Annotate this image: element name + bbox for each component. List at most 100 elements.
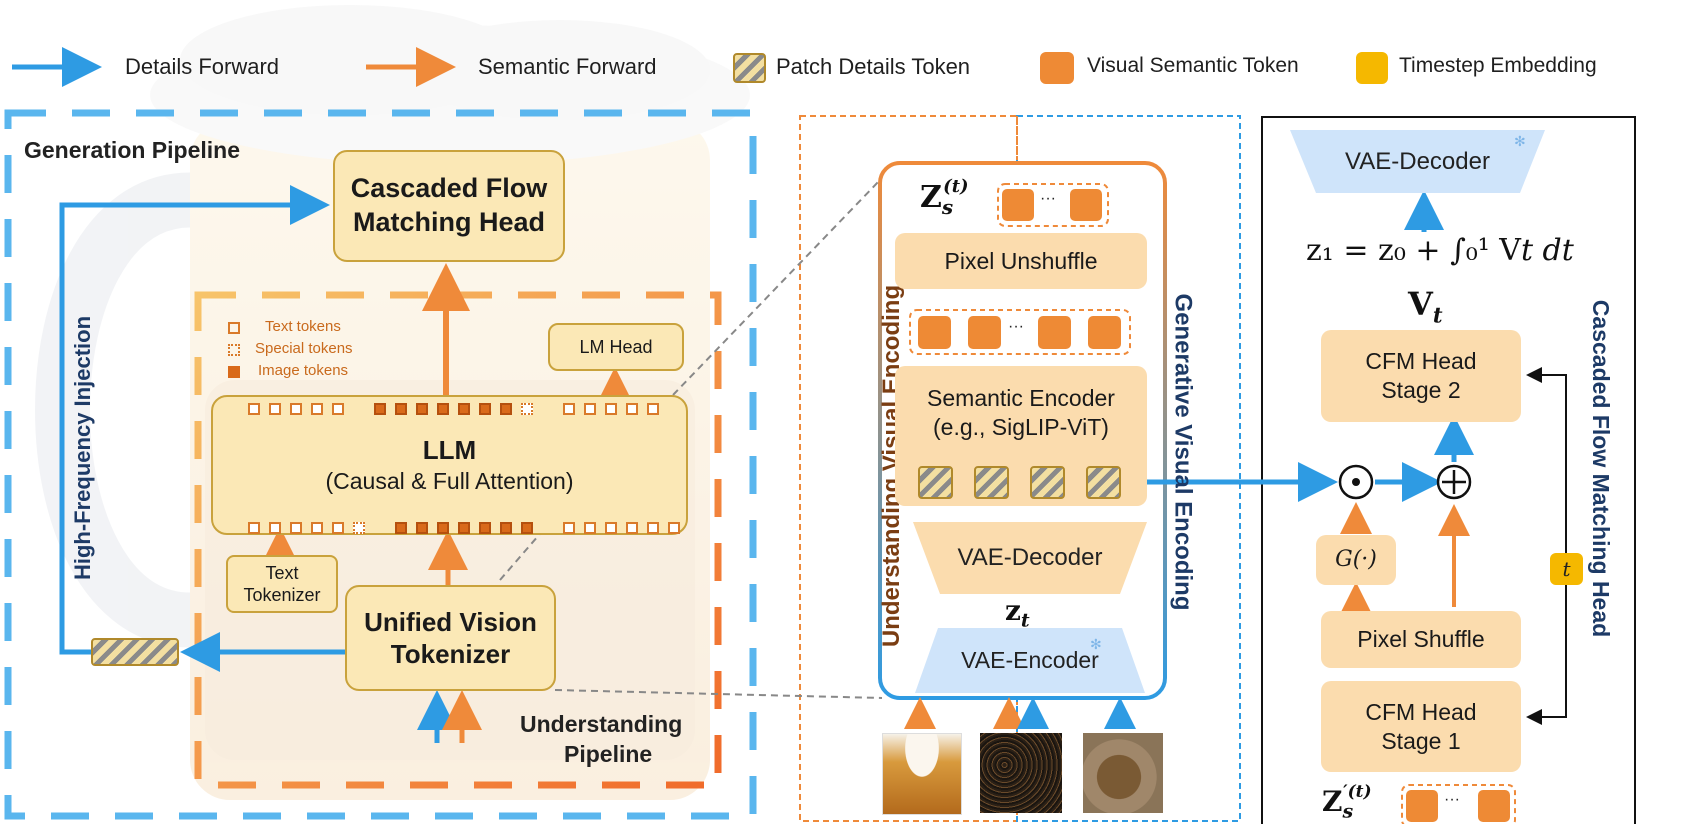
cfm-stage2-line1: CFM Head: [1365, 348, 1477, 375]
g-function-label: G(·): [1335, 547, 1377, 573]
text-token: [269, 403, 281, 415]
cascaded-flow-matching-head-label: Cascaded Flow Matching Head: [1588, 299, 1614, 638]
lm-head-box: LM Head: [548, 323, 684, 371]
text-token: [332, 522, 344, 534]
vae-decoder-mid-label-wrap: VAE-Decoder: [913, 522, 1147, 594]
sem-patch-token-2: [974, 466, 1009, 499]
vt-sub: t: [1432, 302, 1443, 328]
zs-prime-label: Zs′(t): [1322, 781, 1372, 823]
zsp-token-1: [1406, 790, 1438, 822]
vae-encoder-mid-label: VAE-Encoder: [961, 647, 1099, 674]
text-token: [584, 403, 596, 415]
vae-encoder-mid-label-wrap: VAE-Encoder: [915, 628, 1145, 693]
vt-main: V: [1408, 285, 1433, 323]
unified-vision-tokenizer-box: Unified Vision Tokenizer: [345, 585, 556, 691]
vae-decoder-top-label-wrap: VAE-Decoder: [1290, 130, 1545, 193]
input-image-noise: [980, 733, 1062, 813]
vae-encoder-mid-shape: [915, 628, 1145, 693]
legend-patch-details-token: Patch Details Token: [776, 54, 971, 79]
image-token: [458, 522, 470, 534]
text-token: [668, 522, 680, 534]
image-token: [500, 522, 512, 534]
cfm-stage2-box: CFM Head Stage 2: [1321, 330, 1521, 422]
ode-equation: z₁ = z₀ + ∫₀¹ Vt dt: [1306, 233, 1574, 268]
image-token: [479, 403, 491, 415]
legend-semantic-forward: Semantic Forward: [478, 54, 657, 79]
text-token: [248, 403, 260, 415]
vae-decoder-mid-label: VAE-Decoder: [957, 544, 1103, 571]
special-token: [521, 403, 533, 415]
mid-ellipsis: ···: [1008, 318, 1024, 335]
zs-t-sup: (t): [943, 176, 969, 197]
generation-frame: [4, 109, 757, 820]
llm-box: LLM (Causal & Full Attention): [211, 395, 688, 535]
legend-timestep-swatch: [1356, 52, 1388, 84]
timestep-t-box: t: [1550, 553, 1583, 585]
mid-token-2: [968, 316, 1001, 349]
text-tokenizer-line2: Tokenizer: [243, 585, 321, 605]
pixel-unshuffle-box: Pixel Unshuffle: [895, 233, 1147, 289]
z-t-label: zt: [1005, 594, 1030, 632]
special-token: [353, 522, 365, 534]
mid-token-4: [1088, 316, 1121, 349]
image-token: [500, 403, 512, 415]
zs-ellipsis: ···: [1040, 190, 1056, 207]
pixel-shuffle-label: Pixel Shuffle: [1357, 626, 1485, 653]
image-token: [374, 403, 386, 415]
zs-prime-sup: ′(t): [1343, 781, 1372, 802]
zs-t-main: Z: [920, 180, 942, 215]
legend-patch-swatch: [733, 53, 766, 83]
text-token: [626, 522, 638, 534]
z-t-main: z: [1005, 594, 1021, 627]
zs-t-label: Zs(t): [920, 176, 969, 219]
image-token: [395, 403, 407, 415]
high-freq-patch-token: [91, 638, 179, 666]
cfm-head-line2: Matching Head: [352, 207, 546, 237]
sem-patch-token-4: [1086, 466, 1121, 499]
image-token: [395, 522, 407, 534]
understanding-enc-frame: [799, 115, 1018, 822]
image-token: [521, 522, 533, 534]
pixel-shuffle-box: Pixel Shuffle: [1321, 611, 1521, 668]
text-tokenizer-box: Text Tokenizer: [226, 555, 338, 613]
mid-token-1: [918, 316, 951, 349]
vae-decoder-snowflake-icon: ✻: [1514, 133, 1526, 149]
text-token: [290, 403, 302, 415]
ode-equation-main: z₁ = z₀ + ∫₀¹ V: [1306, 233, 1521, 268]
cfm-stage1-box: CFM Head Stage 1: [1321, 681, 1521, 772]
sem-patch-token-1: [918, 466, 953, 499]
text-token: [584, 522, 596, 534]
cfm-head-line1: Cascaded Flow: [350, 173, 548, 204]
understanding-pipeline-label-1: Understanding: [520, 711, 683, 737]
zs-prime-main: Z: [1322, 785, 1343, 818]
vae-decoder-top-label: VAE-Decoder: [1345, 147, 1490, 175]
text-token: [647, 522, 659, 534]
uvt-line2: Tokenizer: [390, 639, 511, 669]
text-token: [563, 522, 575, 534]
ode-equation-tail: t dt: [1520, 233, 1574, 268]
text-token: [290, 522, 302, 534]
tok-legend-image: Image tokens: [258, 362, 349, 379]
pixel-unshuffle-label: Pixel Unshuffle: [944, 247, 1098, 274]
cfm-head-box: Cascaded Flow Matching Head: [333, 150, 565, 262]
legend-visual-semantic-token: Visual Semantic Token: [1087, 54, 1299, 77]
cfm-stage2-line2: Stage 2: [1381, 377, 1461, 403]
vae-decoder-mid-shape: [913, 522, 1147, 594]
legend-details-forward: Details Forward: [125, 54, 280, 79]
legend-timestep-embedding: Timestep Embedding: [1399, 54, 1597, 77]
text-token: [605, 403, 617, 415]
llm-subtitle: (Causal & Full Attention): [325, 467, 574, 494]
g-function-box: G(·): [1316, 535, 1396, 585]
vae-decoder-top-shape: [1290, 130, 1545, 193]
text-token: [563, 403, 575, 415]
understanding-pipeline-label-2: Pipeline: [564, 741, 653, 767]
legend-visual-swatch: [1040, 52, 1074, 84]
text-token: [332, 403, 344, 415]
uvt-line1: Unified Vision: [364, 606, 537, 637]
semantic-encoder-line1: Semantic Encoder: [927, 385, 1115, 411]
tok-legend-text: Text tokens: [265, 318, 341, 335]
generative-visual-encoding-label: Generative Visual Encoding: [1169, 293, 1197, 611]
text-token: [248, 522, 260, 534]
text-token: [626, 403, 638, 415]
vae-encoder-snowflake-icon: ✻: [1090, 636, 1102, 652]
